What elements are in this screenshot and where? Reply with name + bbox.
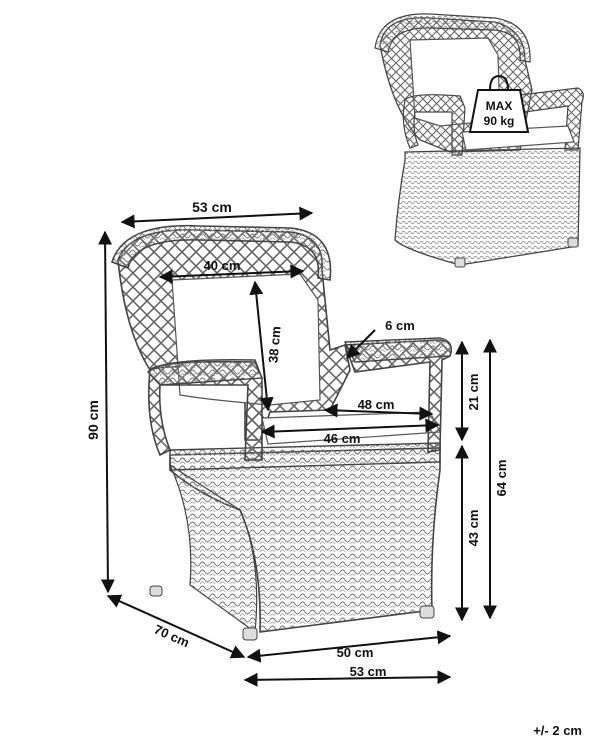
dim-total-height-arrow (98, 230, 115, 594)
dim-top-width-label: 53 cm (192, 199, 232, 215)
dim-base-width-label: 50 cm (337, 645, 374, 660)
dim-depth-arrow (106, 594, 246, 659)
inset-chair-base (394, 147, 581, 266)
dim-seat-depth-label: 48 cm (358, 397, 395, 412)
weight-icon (468, 89, 530, 133)
right-armrest-top (343, 337, 452, 363)
dim-bottom-width-arrow (243, 670, 452, 687)
dim-depth-label: 70 cm (152, 622, 192, 651)
dim-armrest-label: 6 cm (385, 318, 415, 333)
dim-seat-depth-arrow (323, 403, 434, 421)
inset-chair-illustration: MAX 90 kg (374, 13, 584, 268)
chair-base-rim (169, 442, 441, 471)
dim-back-width-label: 40 cm (204, 258, 241, 273)
main-chair-illustration (111, 224, 453, 641)
weight-icon-handle (489, 74, 509, 91)
dim-total-height-label: 90 cm (85, 400, 101, 440)
chair-foot (419, 605, 435, 619)
dim-back-height-arrow (249, 280, 274, 412)
dim-arm-height-label: 64 cm (494, 460, 509, 497)
max-load-line2: 90 kg (484, 114, 515, 128)
inset-left-armrest (402, 94, 466, 156)
tolerance-note: +/- 2 cm (533, 723, 582, 738)
inset-chair-foot (454, 257, 466, 268)
dim-back-width-arrow (158, 264, 305, 284)
dim-base-width-arrow (246, 630, 452, 663)
dim-back-height-label: 38 cm (265, 326, 283, 364)
inset-chair-top-rail (374, 13, 531, 63)
dim-seat-width-arrow (260, 418, 440, 439)
dim-armrest-arrow (346, 329, 376, 359)
chair-foot (149, 585, 163, 597)
dim-seat-height-label: 43 cm (466, 510, 481, 547)
dim-top-width-arrow (120, 206, 314, 229)
dim-seat-width-label: 46 cm (324, 431, 361, 446)
max-load-badge: MAX 90 kg (468, 74, 530, 133)
dim-bottom-width-label: 53 cm (350, 664, 387, 679)
inset-chair-foot (567, 237, 579, 248)
chair-foot (242, 627, 258, 641)
dim-arm-above-seat-label: 21 cm (466, 374, 481, 411)
max-load-line1: MAX (486, 99, 513, 113)
